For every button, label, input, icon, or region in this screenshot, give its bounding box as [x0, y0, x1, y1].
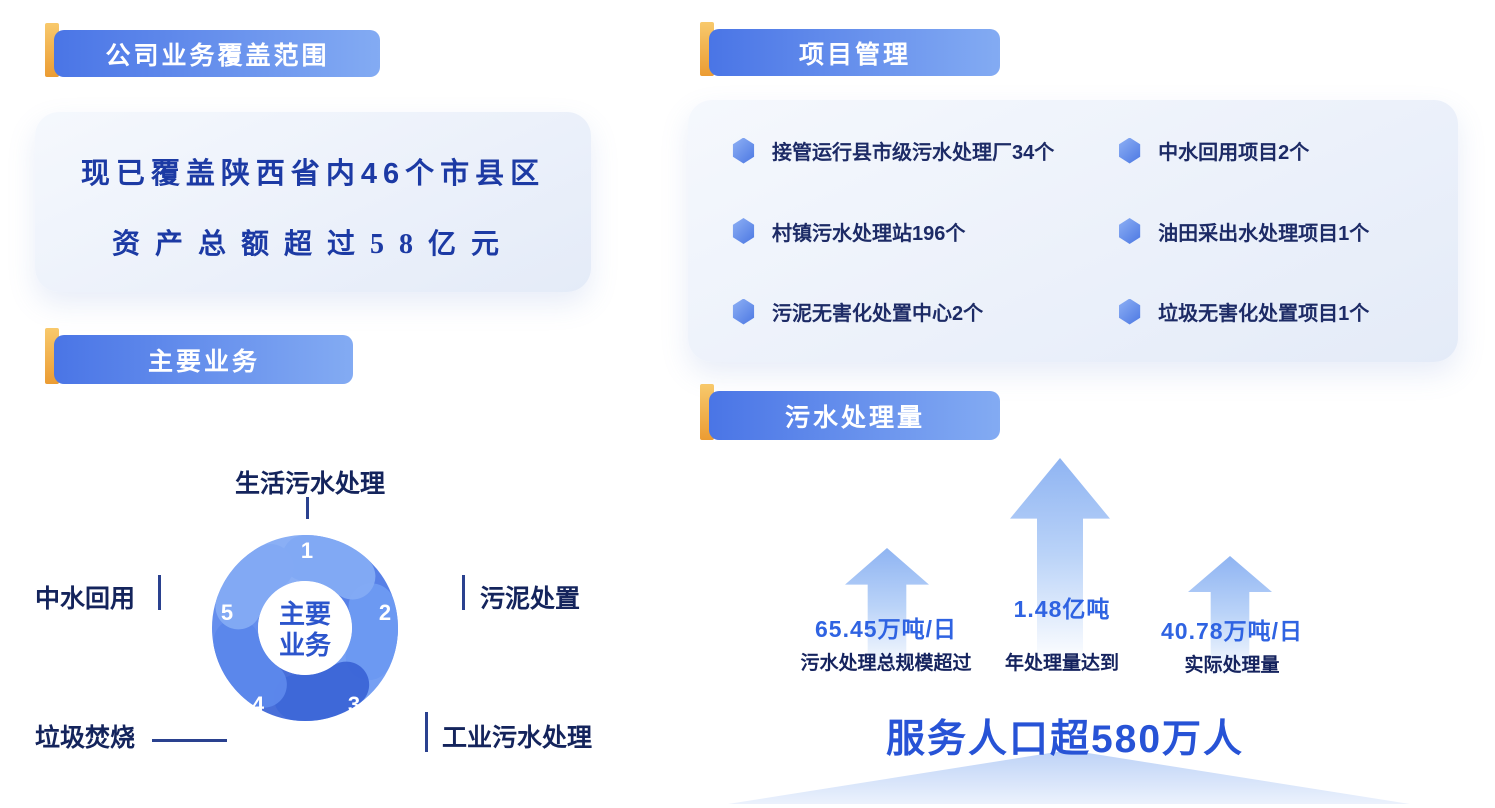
section-title-coverage: 公司业务覆盖范围 — [105, 41, 330, 70]
section-title-projects: 项目管理 — [798, 40, 911, 69]
project-item-label: 污泥无害化处置中心2个 — [772, 303, 984, 325]
service-population-headline: 服务人口超580万人 — [885, 718, 1245, 761]
hexagon-bullet-icon — [732, 137, 755, 164]
badge-background — [709, 29, 1000, 76]
coverage-line1: 现已覆盖陕西省内46个市县区 — [80, 158, 546, 190]
connector-line — [158, 575, 161, 610]
projects-grid: 接管运行县市级污水处理厂34个 村镇污水处理站196个 污泥无害化处置中心2个 … — [688, 100, 1458, 362]
wheel-label-sludge-disposal: 污泥处置 — [480, 585, 581, 613]
hexagon-bullet-icon — [732, 218, 755, 244]
section-title-business: 主要业务 — [147, 347, 260, 376]
wheel-number-2: 2 — [378, 600, 392, 625]
wheel-number-5: 5 — [220, 600, 234, 625]
connector-line — [152, 739, 227, 742]
section-title-treatment: 污水处理量 — [784, 403, 925, 432]
project-item-label: 垃圾无害化处置项目1个 — [1158, 303, 1370, 325]
project-item-label: 接管运行县市级污水处理厂34个 — [772, 142, 1055, 164]
hexagon-bullet-icon — [732, 298, 755, 325]
project-item-label: 村镇污水处理站196个 — [772, 222, 966, 245]
connector-line — [425, 712, 428, 752]
stat-label-actual: 实际处理量 — [1184, 655, 1280, 676]
projects-column-2: 中水回用项目2个 油田采出水处理项目1个 垃圾无害化处置项目1个 — [1118, 136, 1434, 326]
project-item: 油田采出水处理项目1个 — [1118, 217, 1434, 246]
hexagon-bullet-icon — [1119, 218, 1141, 244]
coverage-panel: 现已覆盖陕西省内46个市县区 资产总额超过58亿元 — [35, 112, 591, 292]
wheel-label-industrial-sewage: 工业污水处理 — [442, 724, 593, 752]
wheel-number-3: 3 — [347, 692, 361, 717]
connector-line — [462, 575, 465, 610]
project-item: 中水回用项目2个 — [1118, 136, 1434, 165]
projects-column-1: 接管运行县市级污水处理厂34个 村镇污水处理站196个 污泥无害化处置中心2个 — [732, 136, 1118, 326]
up-arrow-icon — [1010, 458, 1110, 660]
wheel-label-reclaimed-water: 中水回用 — [35, 585, 136, 613]
stat-value-annual: 1.48亿吨 — [1013, 596, 1111, 622]
badge-background — [54, 30, 380, 77]
stat-label-annual: 年处理量达到 — [1004, 653, 1119, 674]
badge-background — [709, 391, 1000, 440]
stat-value-scale: 65.45万吨/日 — [815, 616, 957, 642]
section-header-treatment: 污水处理量 — [700, 384, 1000, 440]
project-item-label: 中水回用项目2个 — [1158, 142, 1310, 164]
project-item: 村镇污水处理站196个 — [732, 217, 1118, 246]
section-header-projects: 项目管理 — [700, 22, 1000, 76]
wheel-center-label: 主要业务 — [278, 599, 331, 661]
wheel-number-1: 1 — [300, 538, 314, 563]
project-item: 接管运行县市级污水处理厂34个 — [732, 136, 1118, 165]
connector-line — [306, 497, 309, 519]
wheel-label-domestic-sewage: 生活污水处理 — [234, 470, 385, 498]
stat-value-actual: 40.78万吨/日 — [1161, 618, 1303, 644]
coverage-line2: 资产总额超过58亿元 — [111, 229, 514, 260]
hexagon-bullet-icon — [1119, 137, 1141, 164]
wheel-label-waste-incineration: 垃圾焚烧 — [35, 724, 136, 752]
business-wheel-graphic — [212, 535, 398, 721]
project-item: 垃圾无害化处置项目1个 — [1118, 297, 1434, 326]
project-item: 污泥无害化处置中心2个 — [732, 297, 1118, 326]
section-header-business: 主要业务 — [45, 328, 353, 384]
projects-panel: 接管运行县市级污水处理厂34个 村镇污水处理站196个 污泥无害化处置中心2个 … — [688, 100, 1458, 362]
project-item-label: 油田采出水处理项目1个 — [1158, 222, 1370, 245]
section-header-coverage: 公司业务覆盖范围 — [45, 23, 380, 77]
hexagon-bullet-icon — [1119, 298, 1141, 325]
badge-background — [54, 335, 353, 384]
wheel-number-4: 4 — [251, 692, 265, 717]
stat-label-scale: 污水处理总规模超过 — [800, 653, 972, 674]
